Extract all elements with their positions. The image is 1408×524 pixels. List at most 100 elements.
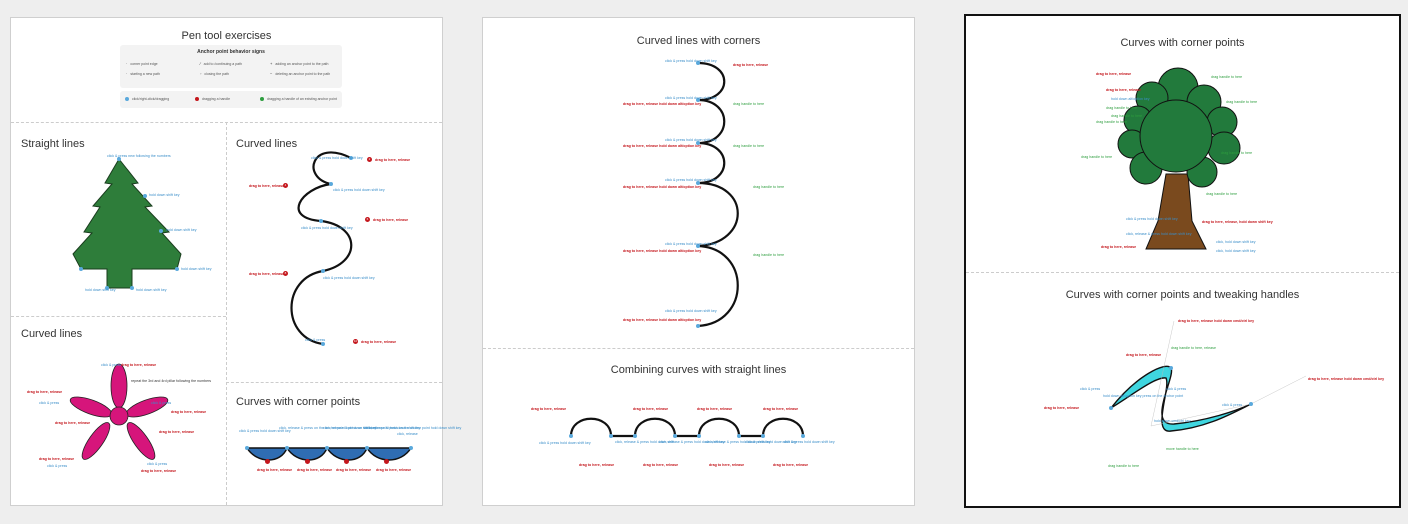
instruction-note: drag to here, release — [733, 63, 769, 67]
instruction-note: click & press hold down shift key — [745, 440, 797, 444]
step-badge: 10 — [353, 339, 358, 344]
anchor-point — [697, 434, 701, 438]
divider — [226, 122, 227, 505]
anchor-point — [1249, 402, 1253, 406]
flower-petals — [69, 363, 169, 460]
instruction-note: drag to here, release — [773, 463, 809, 467]
instruction-note: click & press — [47, 464, 68, 468]
section-title-curved-lines-flower: Curved lines — [21, 328, 83, 340]
red-dot-icon — [195, 97, 199, 102]
step-badge — [305, 459, 310, 464]
legend-sign: ·corner point edge — [126, 61, 158, 66]
instruction-note: hold down shift key — [166, 228, 197, 232]
green-dot-icon — [260, 97, 264, 102]
anchor-point — [245, 446, 249, 450]
step-badge — [344, 459, 349, 464]
instruction-note: drag to here, release — [39, 457, 75, 461]
legend-signs: Anchor point behavior signs ·corner poin… — [120, 45, 342, 88]
anchor-point — [696, 61, 700, 65]
arches-drawing — [569, 417, 805, 438]
anchor-point — [761, 434, 765, 438]
instruction-note: drag to here, release — [249, 272, 285, 276]
anchor-point — [117, 157, 121, 161]
instruction-note: drag handle to here, release — [1171, 346, 1216, 350]
divider — [483, 348, 914, 349]
anchor-point — [696, 324, 700, 328]
legend-sign: −deleting an anchor point to the path — [270, 71, 331, 76]
legend-dot-item: click/right-click/dragging — [125, 97, 169, 102]
anchor-point — [143, 194, 147, 198]
instruction-note: drag to here, release — [633, 407, 669, 411]
instruction-note: click & press hold down shift key — [665, 59, 717, 63]
step-badge: 2 — [367, 157, 372, 162]
coil-drawing — [696, 61, 739, 328]
instruction-note: click & press hold down shift key — [323, 276, 375, 280]
instruction-note: click & press — [305, 338, 326, 342]
close-sign-icon: ◦ — [200, 71, 202, 76]
instruction-note: drag handle to here — [753, 185, 785, 189]
instruction-note: drag handle to here — [733, 144, 765, 148]
instruction-note: click & press hold down shift key — [539, 441, 591, 445]
instruction-note: drag handle to here — [733, 102, 765, 106]
instruction-note: hold down alt/option key press on the an… — [1103, 394, 1184, 398]
tree-canopy — [1117, 67, 1241, 188]
instruction-note: drag to here, release, hold down shift k… — [1202, 220, 1273, 224]
anchor-point — [609, 434, 613, 438]
instruction-note: click & press hold down shift key — [665, 96, 717, 100]
instruction-note: drag to here, release — [579, 463, 615, 467]
legend-title: Anchor point behavior signs — [197, 49, 265, 55]
anchor-point — [696, 98, 700, 102]
instruction-note: click & press hold down shift key — [311, 156, 363, 160]
instruction-note: drag to here, release — [763, 407, 799, 411]
section-title-curves-corner: Curves with corner points — [236, 396, 361, 408]
instruction-note: click & press — [1222, 403, 1243, 407]
anchor-point — [159, 229, 163, 233]
guide-line — [1150, 320, 1307, 427]
instruction-note: drag handle to here — [1206, 192, 1238, 196]
add-point-sign-icon: + — [270, 61, 273, 66]
blue-dot-icon — [125, 97, 129, 102]
legend-sign: +adding an anchor point to the path — [270, 61, 329, 66]
exercise-sheet-corner-points: Curves with corner points drag to here, … — [964, 14, 1401, 508]
anchor-point — [696, 244, 700, 248]
instruction-note: drag handle to here — [1226, 100, 1258, 104]
continue-sign-icon: ∕ — [200, 61, 201, 66]
instruction-note: drag to here, release — [709, 463, 745, 467]
instruction-note: hold down alt/option key — [1111, 97, 1150, 101]
instruction-note: drag to here, release — [297, 468, 333, 472]
instruction-note: drag to here, release — [373, 218, 409, 222]
tree-shape — [72, 158, 182, 289]
sheet-title: Pen tool exercises — [181, 30, 272, 42]
step-badge: 8 — [283, 271, 288, 276]
instruction-note: click & press hold down shift key — [301, 226, 353, 230]
instruction-note: click & press — [39, 401, 60, 405]
instruction-note: hold down shift key — [85, 288, 116, 292]
instruction-note: drag to here, release hold down cmd/ctrl… — [1308, 377, 1385, 381]
instruction-note: drag handle to here — [1081, 155, 1113, 159]
coil-path — [697, 61, 739, 328]
instruction-note: drag handle to here — [1211, 75, 1243, 79]
instruction-note: drag to here, release hold down cmd/ctrl… — [1178, 319, 1255, 323]
instruction-note: click & press hold down shift key — [665, 138, 717, 142]
anchor-point — [321, 342, 325, 346]
flower-petal — [126, 422, 156, 460]
anchor-point — [633, 434, 637, 438]
legend-sign: ∕add to /continuing a path — [200, 61, 243, 66]
legend-sign: ◦closing the path — [200, 71, 229, 76]
instruction-note: drag to here, release — [1101, 245, 1137, 249]
instruction-note: drag to here, release — [1126, 353, 1162, 357]
divider — [966, 272, 1399, 273]
instruction-note: drag to here, release hold down alt/opti… — [623, 318, 702, 322]
canopy-lobe — [1139, 99, 1213, 173]
delete-point-sign-icon: − — [270, 71, 273, 76]
anchor-point — [349, 156, 353, 160]
instruction-note: click & press hold down shift key — [783, 440, 835, 444]
instruction-note: drag to here, release — [121, 363, 157, 367]
instruction-note: move handle to here — [1166, 447, 1199, 451]
instruction-note: click, release & press hold down shift k… — [659, 440, 725, 444]
instruction-note: click & press hold down shift key — [1126, 217, 1178, 221]
instruction-note: click & press hold down shift key — [665, 242, 717, 246]
instruction-note: drag to here, release — [643, 463, 679, 467]
anchor-point — [801, 434, 805, 438]
instruction-note: hold down shift key — [181, 267, 212, 271]
